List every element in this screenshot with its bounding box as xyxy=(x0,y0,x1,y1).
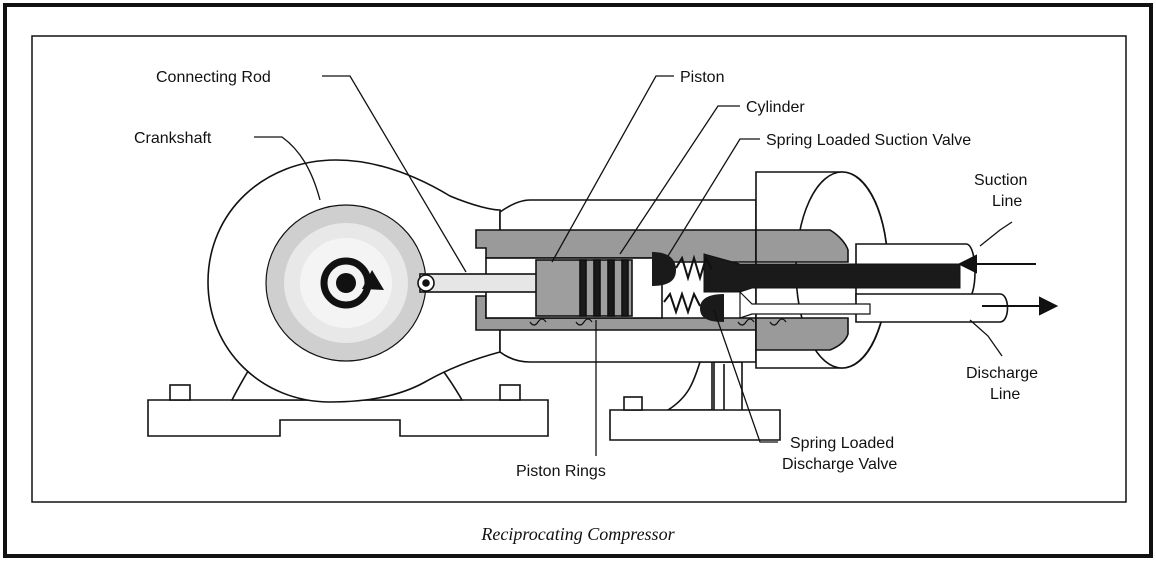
leader-discharge-line xyxy=(969,319,1003,357)
piston-assembly xyxy=(417,259,633,317)
piston-ring-4 xyxy=(621,259,629,317)
right-foot-base xyxy=(609,409,781,441)
flow-arrows xyxy=(957,254,1059,316)
leader-crankshaft xyxy=(254,136,321,201)
discharge-valve-head xyxy=(700,294,724,322)
suction-valve-head xyxy=(652,252,676,286)
rod-pin-center xyxy=(422,279,430,287)
figure-caption: Reciprocating Compressor xyxy=(480,524,675,544)
label-suction-valve: Spring Loaded Suction Valve xyxy=(766,132,971,149)
leader-suction-valve xyxy=(667,138,760,257)
cylinder-support xyxy=(609,361,781,441)
label-connecting-rod: Connecting Rod xyxy=(156,69,271,86)
label-piston: Piston xyxy=(680,69,724,86)
piston-ring-1 xyxy=(579,259,587,317)
piston-ring-3 xyxy=(607,259,615,317)
right-foot-bolt xyxy=(623,396,643,411)
discharge-flow-arrowhead xyxy=(1039,296,1059,316)
head-wall-top xyxy=(755,229,849,263)
label-discharge-line-1: Discharge xyxy=(966,365,1038,382)
leader-lines xyxy=(254,75,1013,456)
label-discharge-valve-1: Spring Loaded xyxy=(790,435,894,452)
discharge-pipe xyxy=(855,293,1009,323)
crank-shaft-center xyxy=(336,273,356,293)
label-suction-line-2: Line xyxy=(992,193,1022,210)
label-crankshaft: Crankshaft xyxy=(134,130,212,147)
label-piston-rings: Piston Rings xyxy=(516,463,606,480)
label-suction-line-1: Suction xyxy=(974,172,1027,189)
piston-ring-2 xyxy=(593,259,601,317)
cylinder-fins xyxy=(529,318,787,326)
head-wall-bottom xyxy=(755,317,849,351)
discharge-valve-spring xyxy=(663,290,701,316)
label-discharge-line-2: Line xyxy=(990,386,1020,403)
crank-rotation-arrow xyxy=(362,270,384,290)
suction-flow-arrowhead xyxy=(957,254,977,274)
suction-valve-spring xyxy=(675,254,713,282)
leader-cylinder xyxy=(619,105,740,255)
label-discharge-valve-2: Discharge Valve xyxy=(782,456,897,473)
discharge-valve xyxy=(663,290,724,322)
suction-valve xyxy=(652,252,713,286)
crank-housing xyxy=(147,159,549,437)
leader-piston xyxy=(551,75,674,263)
leader-discharge-valve xyxy=(713,309,778,443)
left-foot-bolt-1 xyxy=(169,384,191,401)
suction-passage xyxy=(703,253,961,293)
leader-connecting-rod xyxy=(322,75,467,273)
leader-suction-line xyxy=(979,221,1013,247)
left-foot-bolt-2 xyxy=(499,384,521,401)
left-foot-base xyxy=(147,399,549,437)
label-cylinder: Cylinder xyxy=(746,99,805,116)
support-post xyxy=(713,361,743,413)
discharge-passage xyxy=(739,290,871,319)
connecting-rod xyxy=(419,273,539,293)
